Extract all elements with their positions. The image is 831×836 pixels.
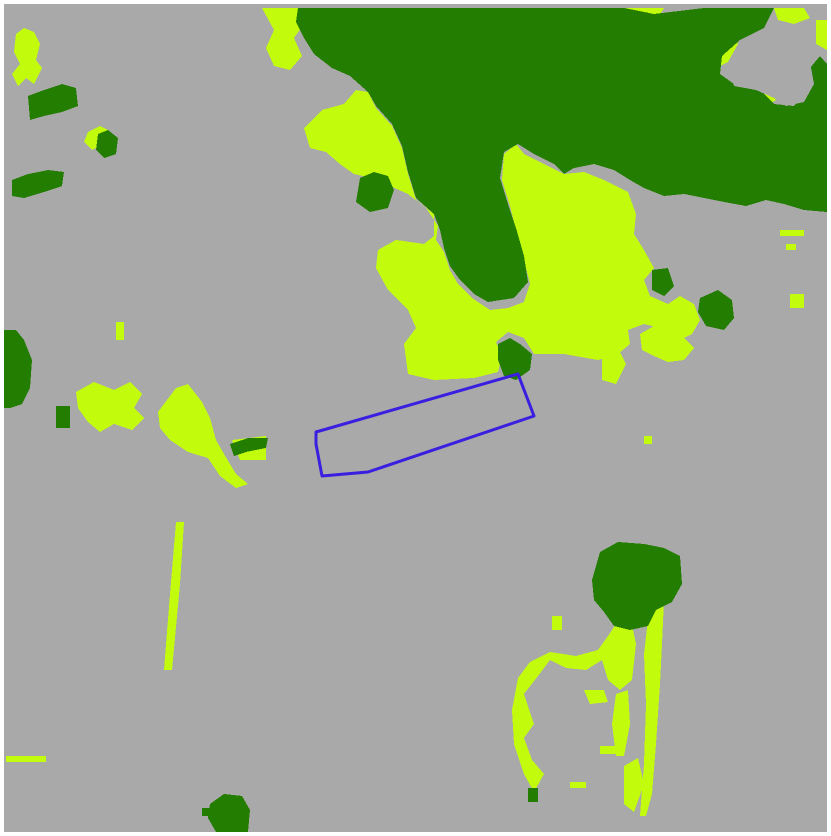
tree-cover-patch [202,808,212,816]
tree-cover-patch [528,788,538,802]
tree-cover-patch [652,268,674,296]
low-vegetation-patch [552,616,562,630]
low-vegetation-patch [774,8,810,24]
tree-cover-patch [356,172,394,212]
low-vegetation-patch [600,746,620,754]
selection-polygon[interactable] [314,372,536,478]
tree-cover-patch [4,330,32,408]
tree-cover-patch [498,338,532,380]
low-vegetation-patch [76,382,144,432]
low-vegetation-patch [116,322,124,340]
low-vegetation-patch [640,326,694,362]
tree-cover-patch [56,406,70,428]
low-vegetation-patch [584,690,608,704]
tree-cover-patch [12,170,64,198]
low-vegetation-patch [816,20,827,50]
low-vegetation-patch [6,756,46,762]
tree-cover-patch [230,438,268,456]
low-vegetation-layer [6,8,827,816]
low-vegetation-patch [644,436,652,444]
low-vegetation-patch [12,28,42,86]
tree-cover-clearing [728,44,814,106]
low-vegetation-patch [512,616,636,792]
low-vegetation-patch [570,782,586,788]
low-vegetation-patch [164,522,184,670]
land-cover-map[interactable] [4,4,827,832]
low-vegetation-patch [786,244,796,250]
low-vegetation-patch [612,690,630,756]
low-vegetation-patch [790,294,804,308]
tree-cover-layer [4,8,827,832]
low-vegetation-patch [640,600,664,816]
tree-cover-patch [592,542,682,630]
tree-cover-patch [96,130,118,158]
tree-cover-patch [208,794,250,832]
tree-cover-patch [28,84,78,120]
tree-cover-patch [698,290,734,330]
low-vegetation-patch [304,90,700,380]
low-vegetation-patch [262,8,304,70]
low-vegetation-patch [158,384,248,488]
low-vegetation-patch [602,352,626,384]
tree-cover-patch [296,8,827,302]
low-vegetation-patch [624,758,644,812]
low-vegetation-patch [780,230,804,236]
